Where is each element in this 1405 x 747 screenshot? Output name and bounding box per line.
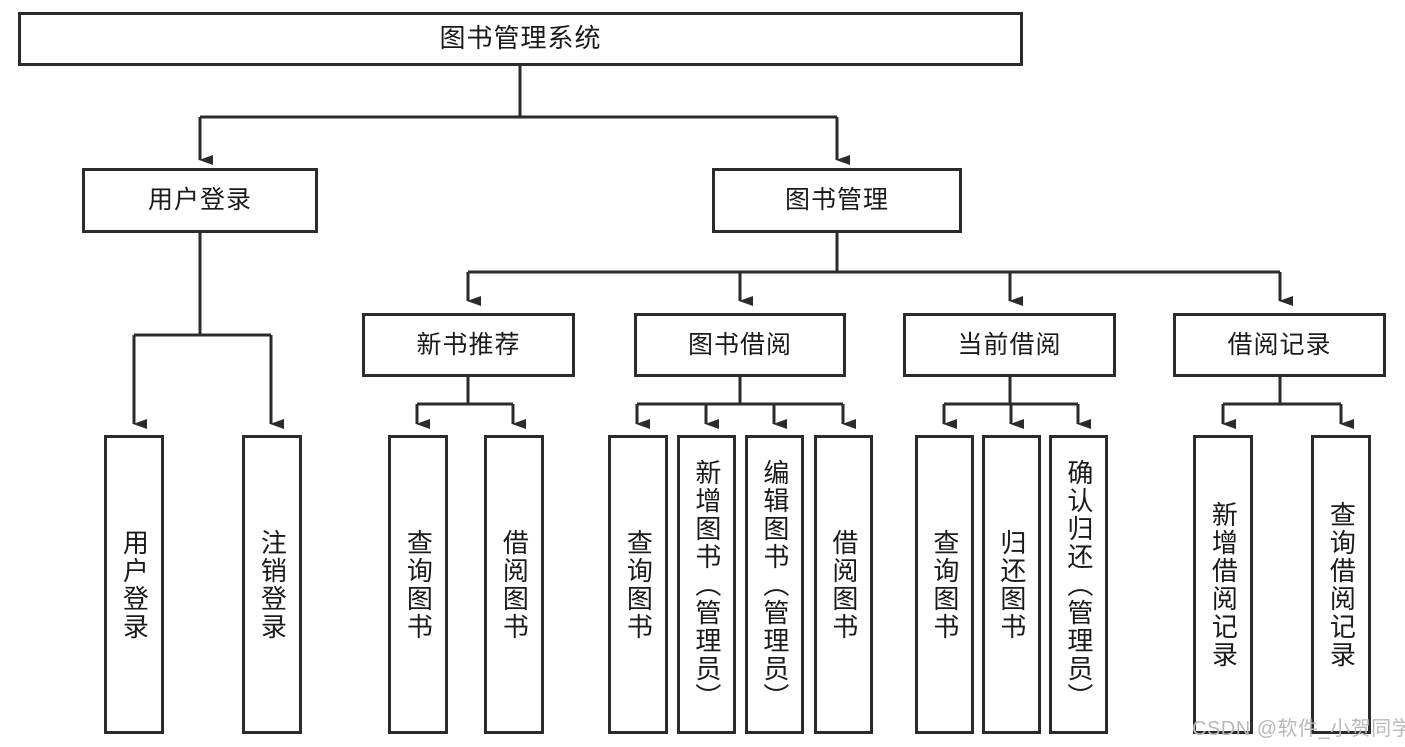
- leaf-edit-book-admin[interactable]: 编辑图书（管理员）: [745, 435, 804, 734]
- node-label: 借阅图书: [828, 528, 859, 641]
- node-new-book-recommend[interactable]: 新书推荐: [362, 313, 575, 377]
- node-label: 借阅图书: [499, 528, 530, 641]
- node-label: 新增借阅记录: [1208, 500, 1239, 669]
- leaf-add-book-admin[interactable]: 新增图书（管理员）: [677, 435, 736, 734]
- node-label: 查询图书: [623, 528, 654, 641]
- node-book-borrow[interactable]: 图书借阅: [634, 313, 846, 377]
- node-borrow-record[interactable]: 借阅记录: [1173, 313, 1386, 377]
- leaf-user-login[interactable]: 用户登录: [104, 435, 164, 734]
- node-label: 归还图书: [996, 528, 1027, 641]
- node-label: 查询图书: [403, 528, 434, 641]
- node-label: 图书管理: [784, 186, 889, 215]
- node-label: 注销登录: [257, 528, 288, 641]
- leaf-add-borrow-record[interactable]: 新增借阅记录: [1193, 435, 1253, 734]
- node-book-management[interactable]: 图书管理: [712, 168, 962, 233]
- csdn-watermark: CSDN @软件_小贺同学: [1192, 718, 1405, 740]
- leaf-confirm-return-admin[interactable]: 确认归还（管理员）: [1049, 435, 1108, 734]
- node-label: 当前借阅: [957, 330, 1062, 359]
- leaf-query-book-current[interactable]: 查询图书: [915, 435, 974, 734]
- leaf-query-book-borrow[interactable]: 查询图书: [608, 435, 668, 734]
- leaf-borrow-book[interactable]: 借阅图书: [814, 435, 873, 734]
- node-root-system[interactable]: 图书管理系统: [18, 12, 1023, 66]
- node-user-login[interactable]: 用户登录: [82, 168, 318, 233]
- node-label: 新增图书（管理员）: [691, 458, 722, 711]
- leaf-borrow-book-recommend[interactable]: 借阅图书: [484, 435, 544, 734]
- node-label: 用户登录: [119, 528, 150, 641]
- node-label: 编辑图书（管理员）: [759, 458, 790, 711]
- node-label: 图书借阅: [687, 330, 792, 359]
- node-label: 图书管理系统: [439, 23, 602, 54]
- leaf-return-book[interactable]: 归还图书: [982, 435, 1041, 734]
- node-label: 确认归还（管理员）: [1063, 458, 1094, 711]
- leaf-query-borrow-record[interactable]: 查询借阅记录: [1311, 435, 1371, 734]
- node-label: 新书推荐: [416, 330, 521, 359]
- node-label: 用户登录: [147, 186, 252, 215]
- node-label: 查询图书: [929, 528, 960, 641]
- node-label: 查询借阅记录: [1326, 500, 1357, 669]
- node-label: 借阅记录: [1227, 330, 1332, 359]
- leaf-logout[interactable]: 注销登录: [242, 435, 302, 734]
- node-current-borrow[interactable]: 当前借阅: [903, 313, 1116, 377]
- leaf-query-book-recommend[interactable]: 查询图书: [388, 435, 448, 734]
